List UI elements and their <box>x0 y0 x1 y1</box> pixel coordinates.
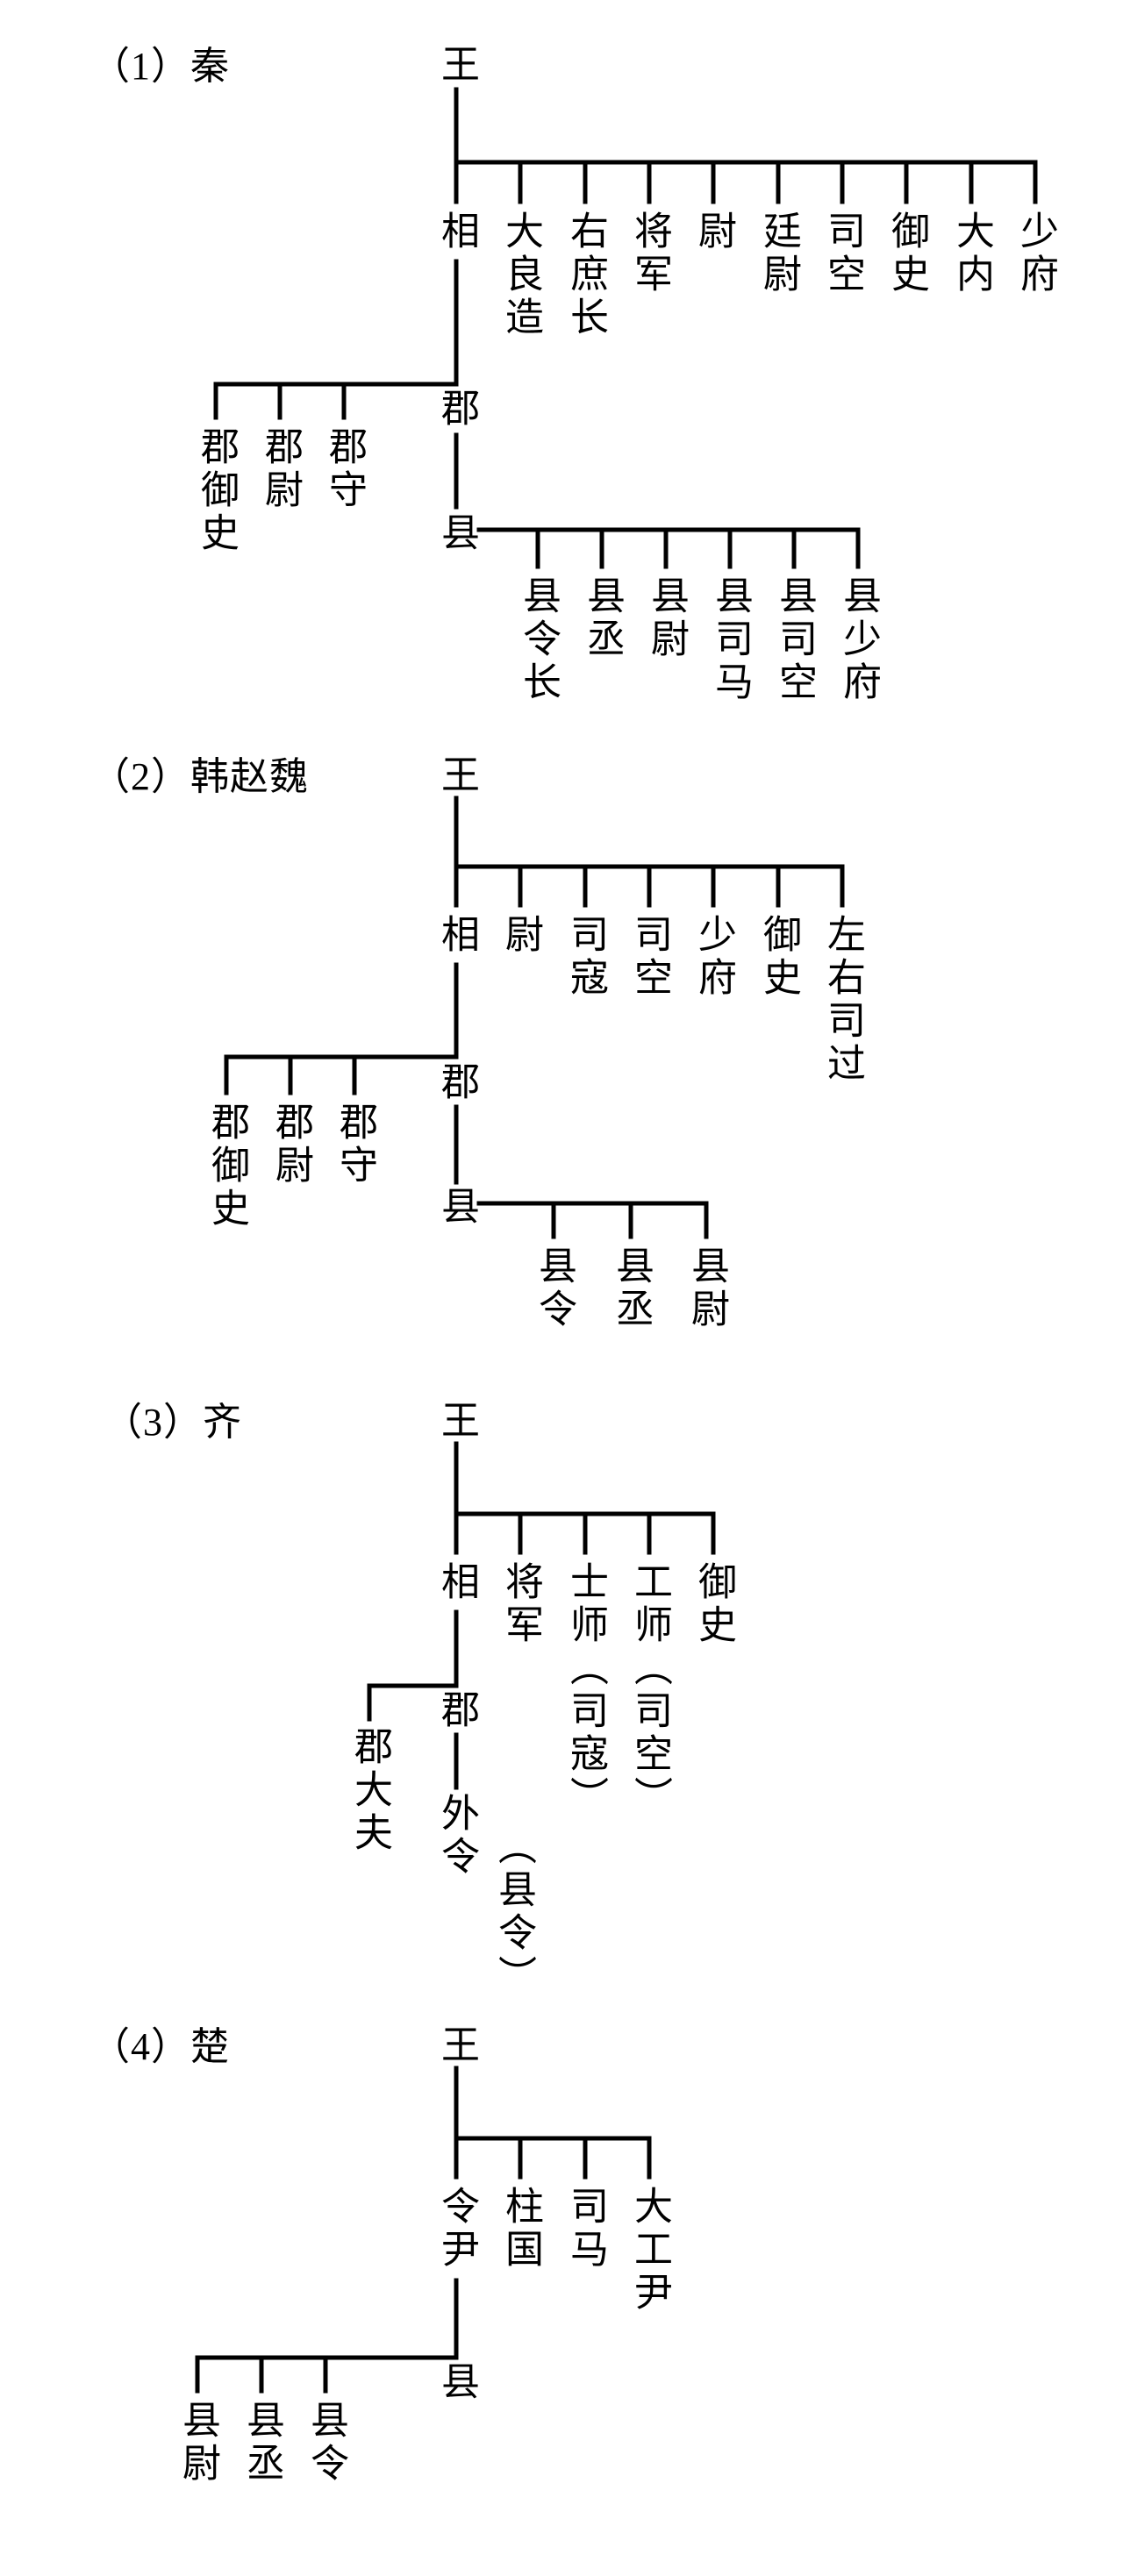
county-official-label: 县司马 <box>709 575 752 704</box>
official-label: 将军 <box>628 211 671 296</box>
root-node-label: 王 <box>435 44 478 87</box>
official-label: 尉 <box>499 914 542 957</box>
prefecture-official-label: 郡大夫 <box>348 1726 391 1855</box>
official-label: 御史 <box>885 211 928 296</box>
county-node-label: 县 <box>435 1186 478 1229</box>
prefecture-official-label: 郡守 <box>333 1102 376 1188</box>
official-label: 大良造 <box>499 211 542 339</box>
chart3-connectors <box>367 1441 716 1790</box>
official-label: 士师（司寇） <box>564 1561 607 1819</box>
county-note-label: （县令） <box>492 1826 535 1998</box>
county-official-label: 县令 <box>304 2400 347 2486</box>
county-official-label: 县尉 <box>645 575 688 661</box>
official-label: 廷尉 <box>757 211 800 296</box>
official-label: 少府 <box>1014 211 1057 296</box>
prefecture-node-label: 郡 <box>435 1689 478 1732</box>
section-title: （2）韩赵魏 <box>91 755 309 798</box>
official-label: 御史 <box>692 1561 735 1647</box>
county-official-label: 县尉 <box>176 2400 219 2486</box>
official-label: 少府 <box>692 914 735 1000</box>
official-label: 御史 <box>757 914 800 1000</box>
official-label: 尉 <box>692 211 735 253</box>
county-node-label: 外令 <box>435 1793 478 1879</box>
official-label: 将军 <box>499 1561 542 1647</box>
root-node-label: 王 <box>435 1400 478 1443</box>
prefecture-official-label: 郡尉 <box>269 1102 312 1188</box>
county-node-label: 县 <box>435 512 478 555</box>
county-official-label: 县丞 <box>610 1245 653 1331</box>
official-label: 相 <box>435 211 478 253</box>
county-official-label: 县丞 <box>581 575 624 661</box>
county-node-label: 县 <box>435 2361 478 2404</box>
root-node-label: 王 <box>435 754 478 797</box>
official-label: 大工尹 <box>628 2186 671 2315</box>
official-label: 相 <box>435 1561 478 1604</box>
official-label: 司空 <box>628 914 671 1000</box>
official-label: 左右司过 <box>821 914 864 1086</box>
official-label: 大内 <box>950 211 993 296</box>
section-title: （3）齐 <box>104 1401 242 1444</box>
prefecture-node-label: 郡 <box>435 1061 478 1104</box>
official-label: 柱国 <box>499 2186 542 2272</box>
chart2-connectors <box>224 796 845 1239</box>
prefecture-official-label: 郡御史 <box>205 1102 248 1231</box>
official-label: 工师（司空） <box>628 1561 671 1819</box>
root-node-label: 王 <box>435 2024 478 2067</box>
prefecture-official-label: 郡尉 <box>259 426 302 512</box>
official-label: 令尹 <box>435 2186 478 2272</box>
official-label: 右庶长 <box>564 211 607 339</box>
county-official-label: 县令 <box>533 1245 576 1331</box>
chart4-connectors <box>195 2066 652 2394</box>
official-label: 司空 <box>821 211 864 296</box>
prefecture-official-label: 郡御史 <box>195 426 238 555</box>
official-label: 司寇 <box>564 914 607 1000</box>
county-official-label: 县丞 <box>240 2400 283 2486</box>
chart1-connectors <box>213 87 1038 569</box>
prefecture-node-label: 郡 <box>435 388 478 431</box>
prefecture-official-label: 郡守 <box>323 426 366 512</box>
official-label: 司马 <box>564 2186 607 2272</box>
county-official-label: 县少府 <box>837 575 880 704</box>
section-title: （4）楚 <box>91 2025 230 2068</box>
county-official-label: 县司空 <box>773 575 816 704</box>
county-official-label: 县尉 <box>685 1245 728 1331</box>
county-official-label: 县令长 <box>517 575 560 704</box>
section-title: （1）秦 <box>91 45 230 88</box>
official-label: 相 <box>435 914 478 957</box>
